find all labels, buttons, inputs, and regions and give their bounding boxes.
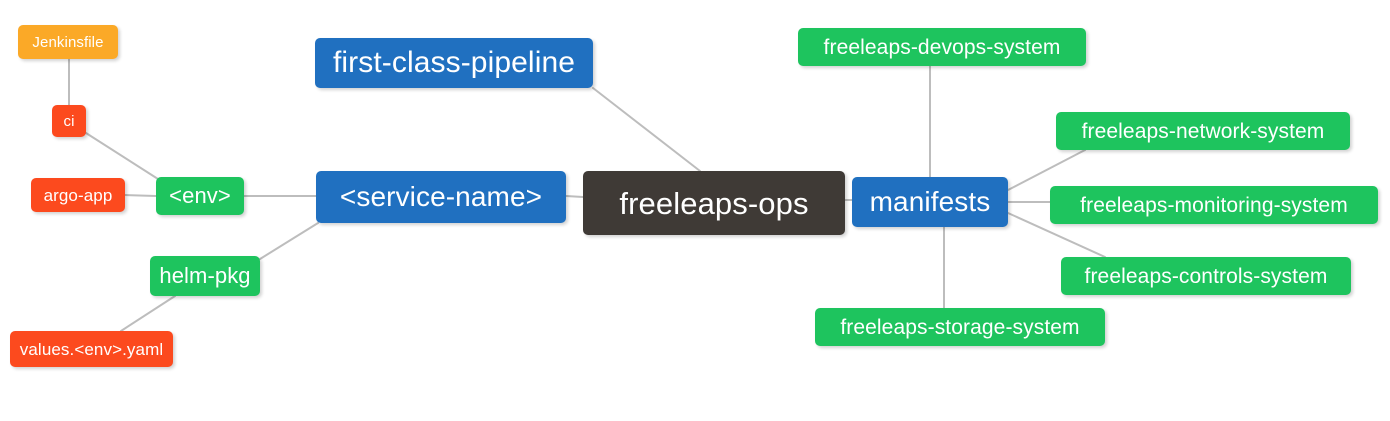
mindmap-node-label: freeleaps-monitoring-system <box>1080 193 1348 217</box>
mindmap-edge <box>85 132 159 180</box>
mindmap-node-argo-app[interactable]: argo-app <box>31 178 125 212</box>
mindmap-edge <box>592 87 701 172</box>
mindmap-edge <box>120 295 176 332</box>
mindmap-node-label: freeleaps-storage-system <box>840 315 1080 339</box>
mindmap-node-label: argo-app <box>43 185 113 205</box>
mindmap-node-jenkinsfile[interactable]: Jenkinsfile <box>18 25 118 59</box>
mindmap-node-freeleaps-network-system[interactable]: freeleaps-network-system <box>1056 112 1350 150</box>
mindmap-node-label: freeleaps-ops <box>619 185 809 221</box>
mindmap-node-label: ci <box>63 112 75 130</box>
mindmap-node-service-name[interactable]: <service-name> <box>316 171 566 223</box>
mindmap-node-env[interactable]: <env> <box>156 177 244 215</box>
mindmap-edge <box>1007 149 1086 191</box>
mindmap-node-helm-pkg[interactable]: helm-pkg <box>150 256 260 296</box>
mindmap-edge <box>124 194 157 197</box>
mindmap-edge <box>565 195 584 198</box>
mindmap-node-first-class-pipeline[interactable]: first-class-pipeline <box>315 38 593 88</box>
mindmap-node-freeleaps-controls-system[interactable]: freeleaps-controls-system <box>1061 257 1351 295</box>
mindmap-node-ci[interactable]: ci <box>52 105 86 137</box>
mindmap-node-freeleaps-monitoring-system[interactable]: freeleaps-monitoring-system <box>1050 186 1378 224</box>
mindmap-node-manifests[interactable]: manifests <box>852 177 1008 227</box>
mindmap-node-label: freeleaps-network-system <box>1081 119 1325 143</box>
mindmap-node-label: freeleaps-controls-system <box>1084 264 1328 288</box>
mindmap-node-label: manifests <box>869 186 991 217</box>
mindmap-node-values-env-yaml[interactable]: values.<env>.yaml <box>10 331 173 367</box>
mindmap-node-label: <env> <box>169 183 231 208</box>
mindmap-node-label: values.<env>.yaml <box>19 339 164 359</box>
mindmap-node-freeleaps-storage-system[interactable]: freeleaps-storage-system <box>815 308 1105 346</box>
mindmap-node-label: <service-name> <box>339 181 543 212</box>
mindmap-node-freeleaps-devops-system[interactable]: freeleaps-devops-system <box>798 28 1086 66</box>
mindmap-node-freeleaps-ops[interactable]: freeleaps-ops <box>583 171 845 235</box>
mindmap-node-label: first-class-pipeline <box>332 46 576 79</box>
mindmap-node-label: helm-pkg <box>159 263 251 288</box>
mindmap-edge <box>259 222 319 260</box>
mindmap-node-label: freeleaps-devops-system <box>823 35 1061 59</box>
mindmap-node-label: Jenkinsfile <box>32 33 104 51</box>
